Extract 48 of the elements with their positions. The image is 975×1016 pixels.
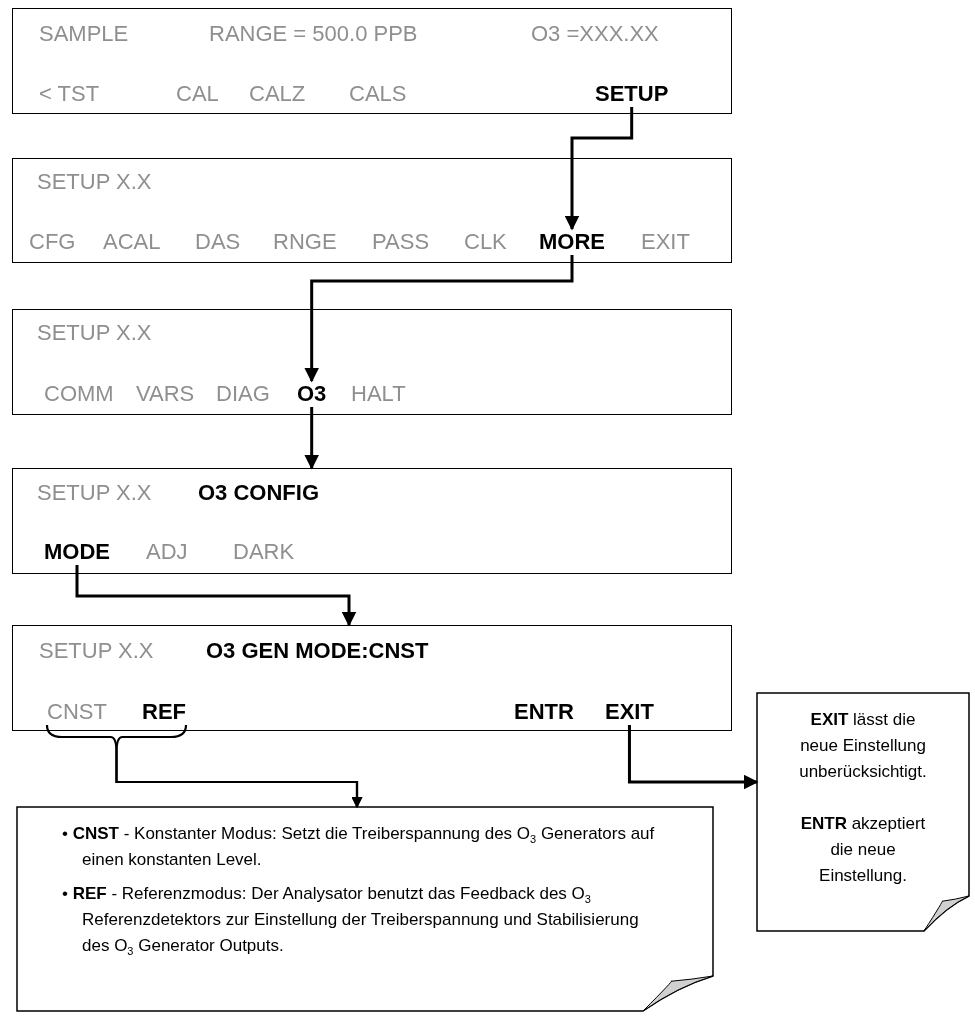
display-screen	[12, 468, 732, 574]
softkey-label: CALS	[349, 81, 407, 107]
screen-text: SETUP X.X	[37, 480, 152, 506]
arrow	[304, 407, 320, 470]
softkey-label: CLK	[464, 229, 507, 255]
display-screen	[12, 309, 732, 415]
softkey-label: SETUP	[595, 81, 669, 107]
softkey-label: DIAG	[216, 381, 270, 407]
arrow	[304, 255, 574, 383]
display-screen	[12, 625, 732, 731]
softkey-label: ACAL	[103, 229, 161, 255]
bullet-text: • CNST - Konstanter Modus: Setzt die Treiberspannung des O$_{3}$ Generators auf einen konstanten Level.	[62, 823, 655, 871]
softkey-label: EXIT	[605, 699, 654, 725]
screen-text: O3 GEN MODE:CNST	[206, 638, 429, 664]
softkey-label: REF	[142, 699, 186, 725]
softkey-label: DAS	[195, 229, 241, 255]
softkey-label: O3	[297, 381, 327, 407]
softkey-label: < TST	[39, 81, 100, 107]
arrow	[75, 565, 357, 627]
note-text: EXIT lässt die neue Einstellung unberücksichtigt.	[798, 709, 928, 783]
softkey-label: CALZ	[249, 81, 306, 107]
softkey-label: CFG	[29, 229, 76, 255]
arrow	[627, 725, 759, 790]
softkey-label: MODE	[44, 539, 110, 565]
softkey-label: DARK	[233, 539, 295, 565]
softkey-label: ADJ	[146, 539, 188, 565]
softkey-label: HALT	[351, 381, 406, 407]
screen-text: RANGE = 500.0 PPB	[209, 21, 418, 47]
softkey-label: VARS	[136, 381, 195, 407]
display-screen	[12, 158, 732, 263]
softkey-label: CAL	[176, 81, 219, 107]
softkey-label: ENTR	[514, 699, 574, 725]
screen-text: O3 =XXX.XX	[531, 21, 659, 47]
softkey-label: MORE	[539, 229, 605, 255]
softkey-label: RNGE	[273, 229, 337, 255]
bullet-text: • REF - Referenzmodus: Der Analysator benutzt das Feedback des O$_{3}$ Referenzdetektors zur Einstellung der Treiberspannung und Stabilisierung des O$_{3}$ Generator Outputs.	[62, 883, 640, 959]
screen-text: O3 CONFIG	[198, 480, 319, 506]
screen-text: SAMPLE	[39, 21, 129, 47]
softkey-label: CNST	[47, 699, 107, 725]
screen-text: SETUP X.X	[37, 169, 152, 195]
display-screen	[12, 8, 732, 114]
screen-text: SETUP X.X	[37, 320, 152, 346]
softkey-label: PASS	[372, 229, 430, 255]
arrow	[564, 107, 634, 231]
softkey-label: COMM	[44, 381, 114, 407]
note-text: ENTR akzeptiert die neue Einstellung.	[799, 813, 927, 887]
screen-text: SETUP X.X	[39, 638, 154, 664]
softkey-label: EXIT	[641, 229, 690, 255]
